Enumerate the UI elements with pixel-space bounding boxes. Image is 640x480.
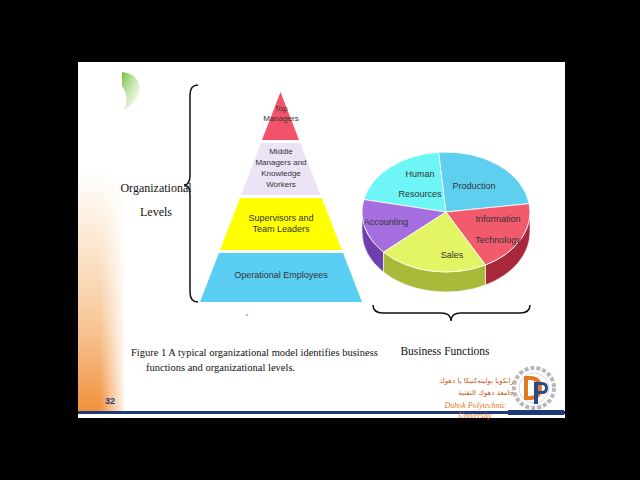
pyramid-band [200, 253, 362, 302]
node-label: Information Technology [468, 209, 528, 251]
pie-slice-top [439, 152, 530, 212]
node-label: Sales [432, 249, 472, 261]
dot-mark [246, 314, 248, 316]
pyramid-level: Top Managers [262, 92, 299, 140]
pyramid-level: Supervisors and Team Leaders [220, 198, 342, 250]
university-name: Duhok Polytechnic University [432, 401, 518, 421]
node-label: Supervisors and Team Leaders [239, 213, 323, 235]
university-name: زانكويا پولیتەكنیكا یا دهوك [430, 376, 514, 386]
node-label: Top Managers [259, 104, 303, 124]
figure-caption: Figure 1 A typical organizational model … [131, 345, 378, 375]
logo-letter-shape [534, 382, 548, 404]
pyramid-level: Middle Managers and Knowledge Workers [241, 143, 320, 195]
node-label: Production [444, 180, 504, 192]
orange-strip [78, 170, 124, 412]
axis-label: Business Functions [380, 344, 510, 358]
page-number: 32 [100, 396, 120, 407]
node-label: Operational Employees [211, 270, 351, 281]
pie-slice-top [384, 212, 486, 272]
university-logo [508, 368, 564, 415]
pyramid-level: Operational Employees [200, 253, 362, 302]
axis-label: Organizational Levels [116, 176, 196, 224]
logo-gear [514, 368, 554, 408]
node-label: Middle Managers and Knowledge Workers [252, 146, 310, 190]
footer-line [78, 411, 565, 414]
pyramid-band [241, 143, 320, 195]
node-label: Human Resources [392, 164, 448, 204]
logo-bar [508, 410, 564, 415]
pie-slice-shape [358, 148, 534, 298]
leaf-decoration [122, 72, 140, 110]
bottom-brace [373, 305, 530, 321]
logo-letter-shape [524, 376, 542, 400]
university-name: جامعة دهوك التقنية [430, 388, 514, 398]
orange-strip-fade [100, 170, 124, 412]
logo-disc [519, 373, 549, 403]
pyramid-band [220, 198, 342, 250]
slide-page [78, 62, 565, 418]
node-label: Accounting [356, 216, 416, 228]
pie-slice: Sales [358, 148, 534, 298]
